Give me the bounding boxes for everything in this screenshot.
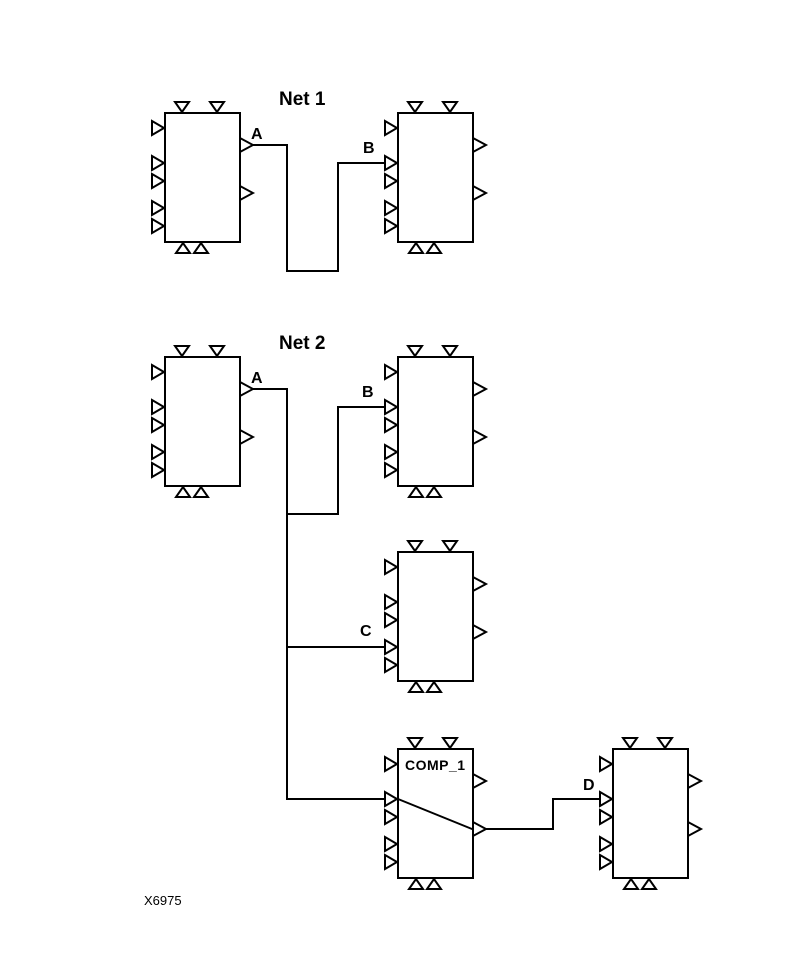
net2-source-left-pin-4-icon — [151, 443, 166, 461]
net1-source-bottom-pin-2-icon — [192, 241, 210, 254]
comp-1-left-pin-2-icon — [384, 790, 399, 808]
comp-1-bottom-pin-1-icon — [407, 877, 425, 890]
comp1-label: COMP_1 — [405, 757, 466, 773]
net1-sink-b-body — [397, 112, 474, 243]
net2-source-left-pin-3-icon — [151, 416, 166, 434]
net2-sink-d-right-pin-1-icon — [687, 772, 704, 790]
net2-sink-b-right-pin-2-icon — [472, 428, 489, 446]
net2-sink-d-right-pin-2-icon — [687, 820, 704, 838]
net1-sink-b-top-pin-1-icon — [406, 101, 424, 114]
net1-sink-b-left-pin-3-icon — [384, 172, 399, 190]
net2-source-top-pin-1-icon — [173, 345, 191, 358]
net2-source-left-pin-5-icon — [151, 461, 166, 479]
net2-source-left-pin-1-icon — [151, 363, 166, 381]
net1-wire-label-b: B — [363, 140, 375, 157]
net2-sink-b-top-pin-2-icon — [441, 345, 459, 358]
net2-sink-c-right-pin-1-icon — [472, 575, 489, 593]
net2-wire-label-c: C — [360, 623, 372, 640]
figure-id-label: X6975 — [144, 893, 182, 908]
net2-wire-d — [484, 798, 601, 830]
net2-sink-d-left-pin-1-icon — [599, 755, 614, 773]
net1-wire-a-b — [252, 144, 386, 272]
net1-source-body — [164, 112, 241, 243]
net1-sink-b-left-pin-5-icon — [384, 217, 399, 235]
net1-sink-b-right-pin-2-icon — [472, 184, 489, 202]
net2-trunk-a — [252, 388, 386, 800]
net2-source-left-pin-2-icon — [151, 398, 166, 416]
comp-1-left-pin-4-icon — [384, 835, 399, 853]
net2-sink-b-top-pin-1-icon — [406, 345, 424, 358]
net2-wire-label-a: A — [251, 370, 263, 387]
net2-sink-d-left-pin-3-icon — [599, 808, 614, 826]
comp-1-left-pin-5-icon — [384, 853, 399, 871]
net2-sink-b-left-pin-1-icon — [384, 363, 399, 381]
net2-wire-label-d: D — [583, 777, 595, 794]
net2-sink-c-bottom-pin-1-icon — [407, 680, 425, 693]
net2-wire-label-b: B — [362, 384, 374, 401]
net2-sink-c-body — [397, 551, 474, 682]
net1-source-left-pin-2-icon — [151, 154, 166, 172]
net1-sink-b-top-pin-2-icon — [441, 101, 459, 114]
comp-1-left-pin-1-icon — [384, 755, 399, 773]
net2-sink-d-left-pin-2-icon — [599, 790, 614, 808]
net2-sink-d-top-pin-1-icon — [621, 737, 639, 750]
net1-sink-b-bottom-pin-2-icon — [425, 241, 443, 254]
net1-source-top-pin-1-icon — [173, 101, 191, 114]
comp-1-left-pin-3-icon — [384, 808, 399, 826]
net2-title: Net 2 — [279, 333, 326, 354]
net2-sink-c-bottom-pin-2-icon — [425, 680, 443, 693]
net2-sink-c-left-pin-1-icon — [384, 558, 399, 576]
comp-1-top-pin-1-icon — [406, 737, 424, 750]
net2-sink-b-left-pin-5-icon — [384, 461, 399, 479]
net2-source-right-pin-1-icon — [239, 380, 256, 398]
net2-sink-d-left-pin-4-icon — [599, 835, 614, 853]
net2-source-bottom-pin-1-icon — [174, 485, 192, 498]
net2-sink-b-bottom-pin-1-icon — [407, 485, 425, 498]
net2-sink-d-top-pin-2-icon — [656, 737, 674, 750]
net2-sink-c-left-pin-2-icon — [384, 593, 399, 611]
net1-title: Net 1 — [279, 89, 326, 110]
net1-sink-b-left-pin-4-icon — [384, 199, 399, 217]
net2-sink-c-left-pin-4-icon — [384, 638, 399, 656]
net2-source-right-pin-2-icon — [239, 428, 256, 446]
net2-source-top-pin-2-icon — [208, 345, 226, 358]
net2-branch-b — [286, 406, 386, 515]
net2-source-body — [164, 356, 241, 487]
net2-sink-d-body — [612, 748, 689, 879]
net2-sink-b-bottom-pin-2-icon — [425, 485, 443, 498]
net2-sink-d-bottom-pin-2-icon — [640, 877, 658, 890]
net2-sink-c-left-pin-5-icon — [384, 656, 399, 674]
net2-sink-b-left-pin-4-icon — [384, 443, 399, 461]
net1-source-left-pin-4-icon — [151, 199, 166, 217]
comp-1-bottom-pin-2-icon — [425, 877, 443, 890]
net1-source-left-pin-3-icon — [151, 172, 166, 190]
net1-sink-b-left-pin-1-icon — [384, 119, 399, 137]
net2-source-bottom-pin-2-icon — [192, 485, 210, 498]
net1-sink-b-left-pin-2-icon — [384, 154, 399, 172]
net2-sink-c-left-pin-3-icon — [384, 611, 399, 629]
net2-sink-c-top-pin-2-icon — [441, 540, 459, 553]
net2-sink-c-top-pin-1-icon — [406, 540, 424, 553]
net1-source-top-pin-2-icon — [208, 101, 226, 114]
net1-source-left-pin-1-icon — [151, 119, 166, 137]
net1-source-right-pin-1-icon — [239, 136, 256, 154]
net1-sink-b-right-pin-1-icon — [472, 136, 489, 154]
net1-sink-b-bottom-pin-1-icon — [407, 241, 425, 254]
net2-sink-b-body — [397, 356, 474, 487]
net1-wire-label-a: A — [251, 126, 263, 143]
net2-sink-d-bottom-pin-1-icon — [622, 877, 640, 890]
comp-1-top-pin-2-icon — [441, 737, 459, 750]
net2-sink-b-right-pin-1-icon — [472, 380, 489, 398]
comp-1-right-pin-1-icon — [472, 772, 489, 790]
net1-source-right-pin-2-icon — [239, 184, 256, 202]
net2-sink-d-left-pin-5-icon — [599, 853, 614, 871]
comp1-internal-diagonal — [396, 797, 474, 831]
net2-sink-b-left-pin-3-icon — [384, 416, 399, 434]
net1-source-left-pin-5-icon — [151, 217, 166, 235]
net1-source-bottom-pin-1-icon — [174, 241, 192, 254]
net2-sink-c-right-pin-2-icon — [472, 623, 489, 641]
net2-sink-b-left-pin-2-icon — [384, 398, 399, 416]
